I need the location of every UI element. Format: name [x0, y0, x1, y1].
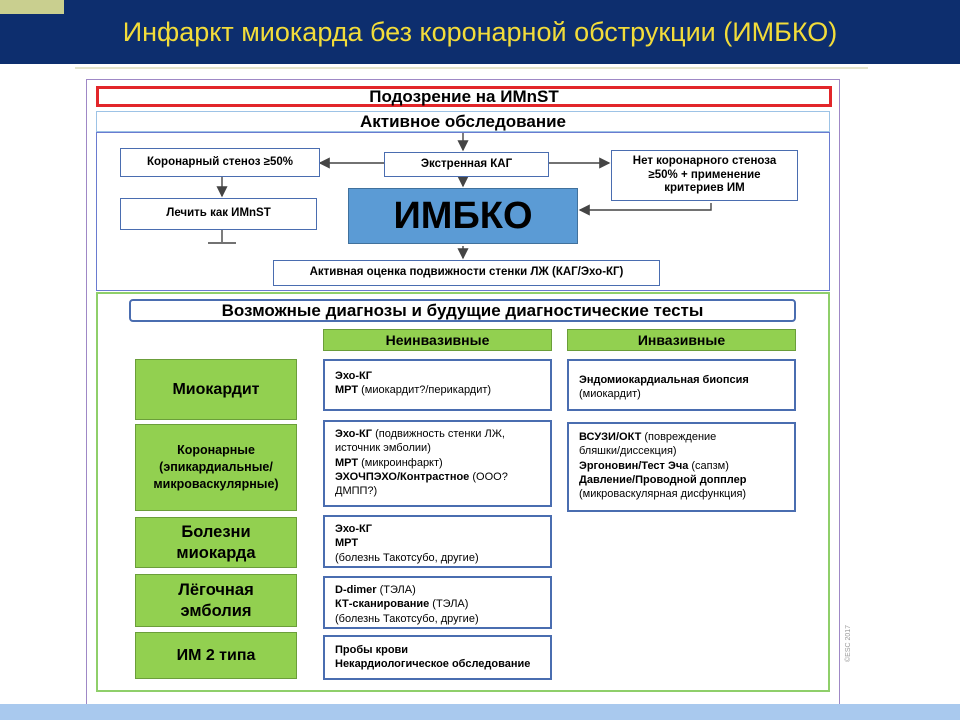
- stenosis-box: Коронарный стеноз ≥50%: [120, 148, 320, 177]
- test-note: (повреждение: [641, 431, 717, 443]
- test-name: ЭХОЧПЭХО/Контрастное: [335, 470, 470, 483]
- test-note: (сапзм): [688, 459, 729, 472]
- test-line: ЭХОЧПЭХО/Контрастное (ООО?: [335, 470, 540, 484]
- diagnosis-myocarditis: Миокардит: [135, 359, 297, 420]
- bottom-bar: [0, 704, 960, 720]
- test-line: Пробы крови: [335, 643, 540, 657]
- diagnosis-type2-mi: ИМ 2 типа: [135, 632, 297, 679]
- test-note: (болезнь Такотсубо, другие): [335, 612, 479, 625]
- test-line: МРТ (микроинфаркт): [335, 456, 540, 470]
- test-line: Эргоновин/Тест Эча (сапзм): [579, 459, 784, 473]
- active-exam-header: Активное обследование: [96, 111, 830, 132]
- test-name: Давление/Проводной допплер: [579, 473, 747, 486]
- test-name: Эхо-КГ: [335, 370, 373, 382]
- test-name: МРТ: [335, 384, 359, 397]
- test-name: Эхо-КГ: [335, 523, 373, 535]
- test-line: МРТ (миокардит?/перикардит): [335, 383, 540, 397]
- test-line: (болезнь Такотсубо, другие): [335, 551, 540, 565]
- active-exam-panel: [96, 132, 830, 291]
- tests-pulmonary-embolism-noninvasive: D-dimer (ТЭЛА)КТ-сканирование (ТЭЛА)(бол…: [323, 576, 552, 629]
- test-line: Эхо-КГ: [335, 522, 540, 536]
- invasive-header: Инвазивные: [567, 329, 796, 351]
- slide-title: Инфаркт миокарда без коронарной обструкц…: [122, 16, 838, 47]
- test-line: D-dimer (ТЭЛА): [335, 583, 540, 597]
- test-name: ВСУЗИ/ОКТ: [579, 431, 642, 443]
- arrow-to-imbko: [578, 203, 712, 216]
- title-divider: [75, 67, 868, 69]
- test-note: (подвижность стенки ЛЖ,: [372, 428, 505, 440]
- emergency-cag-box: Экстренная КАГ: [384, 152, 549, 177]
- tests-myocarditis-invasive: Эндомиокардиальная биопсия (миокардит): [567, 359, 796, 411]
- test-note: (микроваскулярная дисфункция): [579, 488, 747, 501]
- test-note: (микроинфаркт): [358, 456, 443, 469]
- test-name: КТ-сканирование: [335, 598, 430, 611]
- test-line: бляшки/диссекция): [579, 444, 784, 458]
- test-line: (болезнь Такотсубо, другие): [335, 612, 540, 626]
- test-name: Некардиологическое обследование: [335, 658, 531, 671]
- test-line: КТ-сканирование (ТЭЛА): [335, 597, 540, 611]
- copyright-watermark: ©ESC 2017: [845, 624, 852, 662]
- test-note: (ООО?: [469, 470, 508, 483]
- test-note: (миокардит): [579, 388, 641, 401]
- test-note: бляшки/диссекция): [579, 445, 677, 458]
- test-name: МРТ: [335, 456, 359, 469]
- no-stenosis-box: Нет коронарного стеноза ≥50% + применени…: [611, 150, 798, 201]
- test-note: ДМПП?): [335, 485, 378, 498]
- test-name: Пробы крови: [335, 644, 409, 656]
- diagnosis-coronary: Коронарные (эпикардиальные/ микроваскуля…: [135, 424, 297, 511]
- diagnosis-myocardial-disease: Болезни миокарда: [135, 517, 297, 568]
- test-note: (болезнь Такотсубо, другие): [335, 551, 479, 564]
- test-line: Некардиологическое обследование: [335, 657, 540, 671]
- treat-as-nstemi-box: Лечить как ИМnST: [120, 198, 317, 230]
- test-name: Эндомиокардиальная биопсия: [579, 374, 749, 386]
- diagnoses-title: Возможные диагнозы и будущие диагностиче…: [129, 299, 796, 322]
- test-note: (ТЭЛА): [376, 584, 416, 596]
- test-line: источник эмболии): [335, 441, 540, 455]
- imbko-box: ИМБКО: [348, 188, 578, 244]
- title-bar: [0, 0, 960, 64]
- tests-myocardial-disease-noninvasive: Эхо-КГ МРТ(болезнь Такотсубо, другие): [323, 515, 552, 568]
- test-line: ВСУЗИ/ОКТ (повреждение: [579, 430, 784, 444]
- title-bar-accent: [0, 0, 64, 14]
- test-name: Эхо-КГ: [335, 428, 373, 440]
- suspicion-box: Подозрение на ИМnST: [96, 86, 832, 107]
- test-line: Эндомиокардиальная биопсия: [579, 373, 784, 387]
- test-line: МРТ: [335, 536, 540, 550]
- wall-assessment-box: Активная оценка подвижности стенки ЛЖ (К…: [273, 260, 660, 286]
- diagnoses-panel: [96, 292, 830, 692]
- test-line: ДМПП?): [335, 484, 540, 498]
- test-line: Эхо-КГ (подвижность стенки ЛЖ,: [335, 427, 540, 441]
- tests-coronary-noninvasive: Эхо-КГ (подвижность стенки ЛЖ,источник э…: [323, 420, 552, 507]
- test-line: Давление/Проводной допплер: [579, 473, 784, 487]
- test-note: (ТЭЛА): [429, 598, 469, 611]
- test-note: источник эмболии): [335, 442, 431, 455]
- test-note: (миокардит?/перикардит): [358, 384, 492, 397]
- test-line: Эхо-КГ: [335, 369, 540, 383]
- test-line: (микроваскулярная дисфункция): [579, 487, 784, 501]
- diagnosis-pulmonary-embolism: Лёгочная эмболия: [135, 574, 297, 627]
- test-name: МРТ: [335, 537, 359, 550]
- noninvasive-header: Неинвазивные: [323, 329, 552, 351]
- test-name: Эргоновин/Тест Эча: [579, 459, 689, 472]
- test-name: D-dimer: [335, 584, 377, 596]
- test-line: (миокардит): [579, 387, 784, 401]
